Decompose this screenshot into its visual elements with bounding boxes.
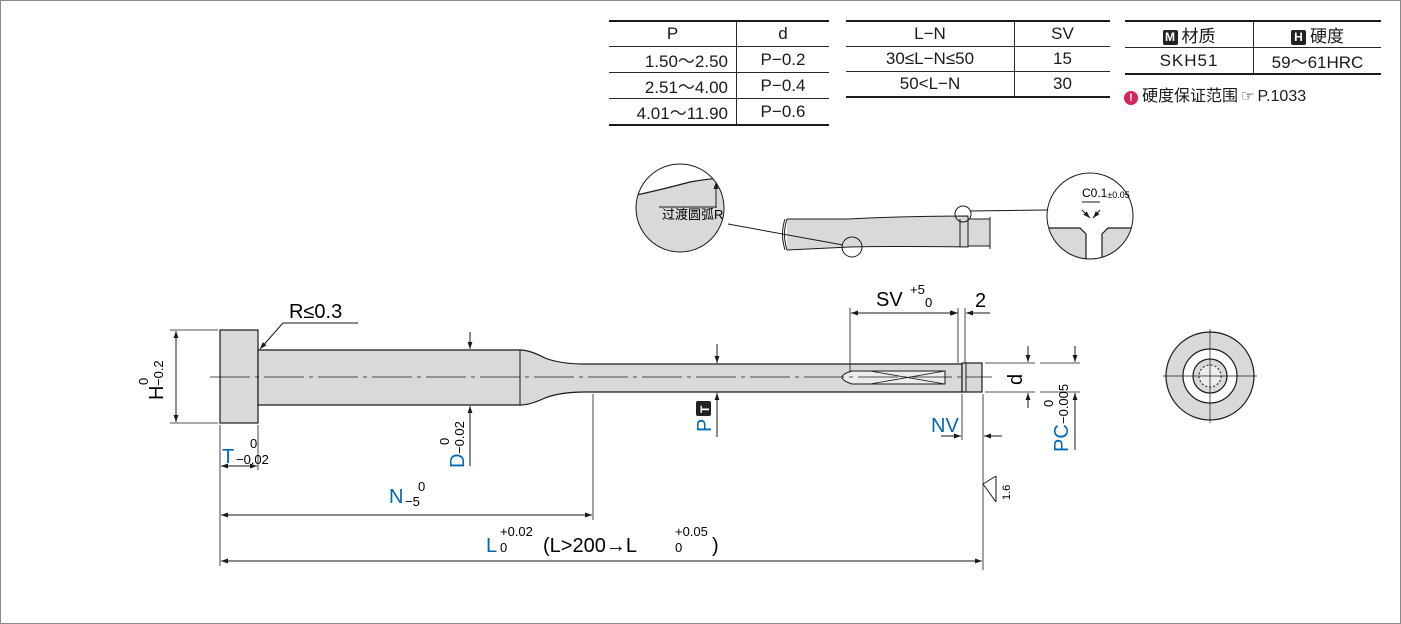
svg-text:−5: −5 [405,494,420,509]
pin-body [210,329,992,424]
dim-h: H 0 −0.2 [136,360,168,400]
svg-text:0: 0 [418,479,425,494]
svg-text:1.6: 1.6 [1001,485,1013,500]
svg-text:PC: PC [1051,424,1073,452]
chamfer-label: C0.1±0.05 [1082,186,1130,200]
table-cell: 30 [1014,71,1110,98]
svg-text:H: H [146,386,168,400]
svg-text:T: T [698,405,712,413]
table-row: 1.50～2.50 P−0.2 [609,46,829,73]
dim-two: 2 [975,290,986,312]
svg-text:0: 0 [500,540,507,555]
svg-text:P: P [694,419,716,432]
dim-pc: PC 0 −0.005 [1041,384,1073,452]
material-label: 材质 [1181,27,1216,46]
svg-text:+5: +5 [910,282,925,297]
svg-text:0: 0 [1041,400,1056,407]
svg-text:0: 0 [925,295,932,310]
svg-text:0: 0 [675,540,682,555]
table-row: 2.51～4.00 P−0.4 [609,72,829,99]
svg-text:T: T [222,446,234,468]
table-cell: 15 [1014,46,1110,72]
end-view [1163,329,1257,423]
svg-text:D: D [447,454,469,468]
svg-text:−0.02: −0.02 [452,421,467,454]
dim-n: N 0 −5 [389,479,425,509]
material-value: SKH51 [1125,47,1254,75]
dim-r: R≤0.3 [289,301,342,323]
dim-sv: SV +5 0 [876,282,932,311]
table-cell: 1.50～2.50 [609,46,737,73]
svg-text:(L>200→L: (L>200→L [543,535,637,557]
svg-text:SV: SV [876,289,903,311]
detail-transition-radius: 过渡圆弧R [635,163,725,253]
table-cell: 50<L−N [846,71,1015,98]
table-row: 4.01～11.90 P−0.6 [609,98,829,126]
table-p-d: P d 1.50～2.50 P−0.2 2.51～4.00 P−0.4 4.01… [609,20,829,126]
svg-text:0: 0 [250,436,257,451]
table-cell: 4.01～11.90 [609,98,737,126]
svg-text:0: 0 [136,378,151,385]
svg-text:d: d [1005,374,1027,385]
svg-text:−0.2: −0.2 [151,360,166,386]
pin-tip [961,362,983,393]
table-cell: P−0.4 [736,72,829,99]
table-cell: 30≤L−N≤50 [846,46,1015,72]
dim-nv: NV [931,415,959,437]
dim-d: D 0 −0.02 [437,421,469,468]
hardness-value: 59～61HRC [1253,47,1381,75]
table-cell: P−0.6 [736,98,829,126]
svg-text:): ) [712,535,719,557]
table-row: 30≤L−N≤50 15 [846,46,1110,72]
hardness-note: ! 硬度保证范围☞P.1033 [1124,82,1306,106]
dim-d-small: d [1005,374,1027,385]
dim-l: L +0.02 0 (L>200→L +0.05 0 ) [486,524,719,557]
pointing-hand-icon: ☞ [1241,88,1255,105]
svg-text:L: L [486,535,497,557]
table-row: SKH51 59～61HRC [1125,47,1381,75]
detail-chamfer: C0.1±0.05 [1046,172,1134,260]
table-cell: 2.51～4.00 [609,72,737,99]
svg-text:N: N [389,486,403,508]
table-ln-sv: L−N SV 30≤L−N≤50 15 50<L−N 30 [846,20,1110,98]
pin-head [219,329,259,424]
note-ref[interactable]: P.1033 [1257,88,1307,105]
table-row: 50<L−N 30 [846,71,1110,98]
hardness-label: 硬度 [1310,27,1344,46]
transition-label: 过渡圆弧R [662,207,723,222]
svg-text:+0.05: +0.05 [675,524,708,539]
table-header-sv: SV [1014,20,1110,47]
note-text: 硬度保证范围 [1142,88,1239,105]
warning-icon: ! [1124,91,1138,105]
table-cell: P−0.2 [736,46,829,73]
svg-text:+0.02: +0.02 [500,524,533,539]
svg-text:−0.005: −0.005 [1056,384,1071,424]
m-badge-icon: M [1162,30,1178,45]
dim-p: P T [694,401,716,432]
svg-text:−0.02: −0.02 [236,452,269,467]
svg-text:0: 0 [437,438,452,445]
h-badge-icon: H [1291,30,1306,45]
roughness-symbol: 1.6 [982,475,1013,503]
hardness-header: H 硬度 [1253,20,1381,48]
tip-sketch [727,205,1048,258]
dim-t: T 0 −0.02 [222,436,269,468]
